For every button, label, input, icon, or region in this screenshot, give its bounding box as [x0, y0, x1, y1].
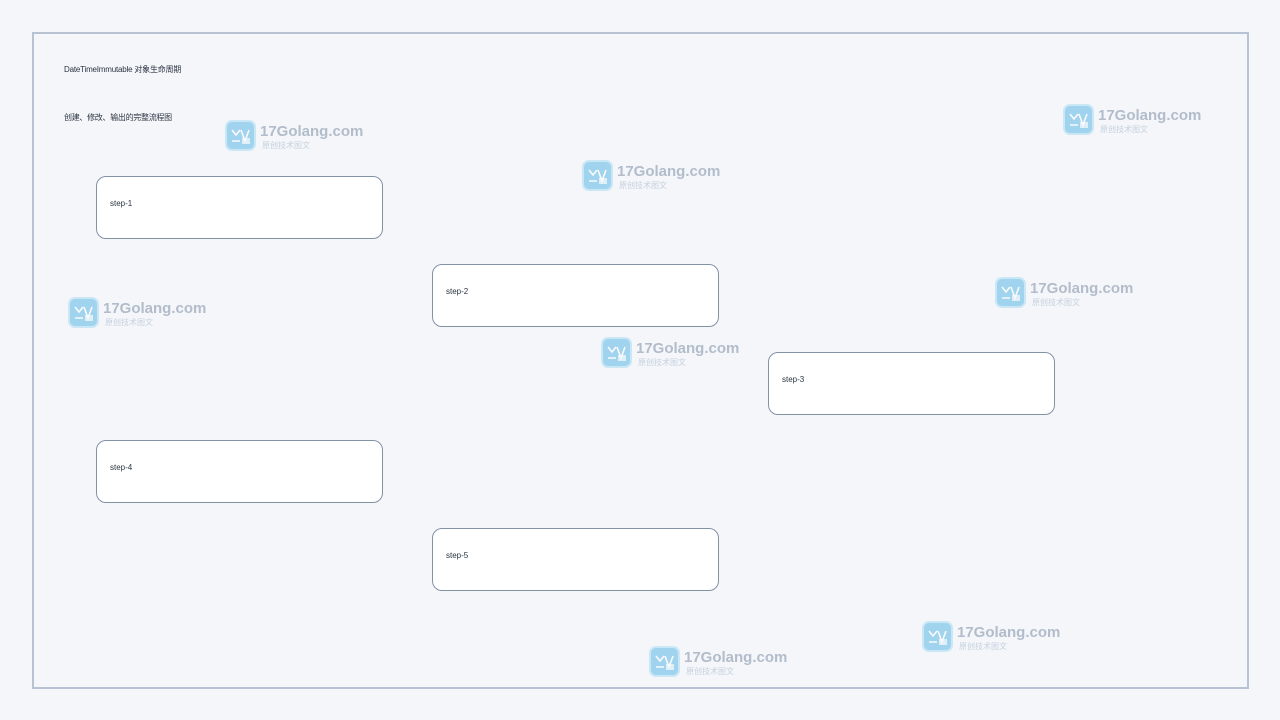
step-label: step-4	[110, 463, 133, 472]
step-label: step-2	[446, 287, 469, 296]
step-box-4[interactable]: step-4	[96, 440, 383, 503]
diagram-title: DateTimeImmutable 对象生命周期	[64, 65, 182, 74]
diagram-frame	[32, 32, 1249, 689]
step-label: step-3	[782, 375, 805, 384]
step-box-5[interactable]: step-5	[432, 528, 719, 591]
diagram-subtitle: 创建、修改、输出的完整流程图	[64, 113, 172, 122]
step-label: step-5	[446, 551, 469, 560]
step-label: step-1	[110, 199, 133, 208]
step-box-1[interactable]: step-1	[96, 176, 383, 239]
step-box-3[interactable]: step-3	[768, 352, 1055, 415]
step-box-2[interactable]: step-2	[432, 264, 719, 327]
